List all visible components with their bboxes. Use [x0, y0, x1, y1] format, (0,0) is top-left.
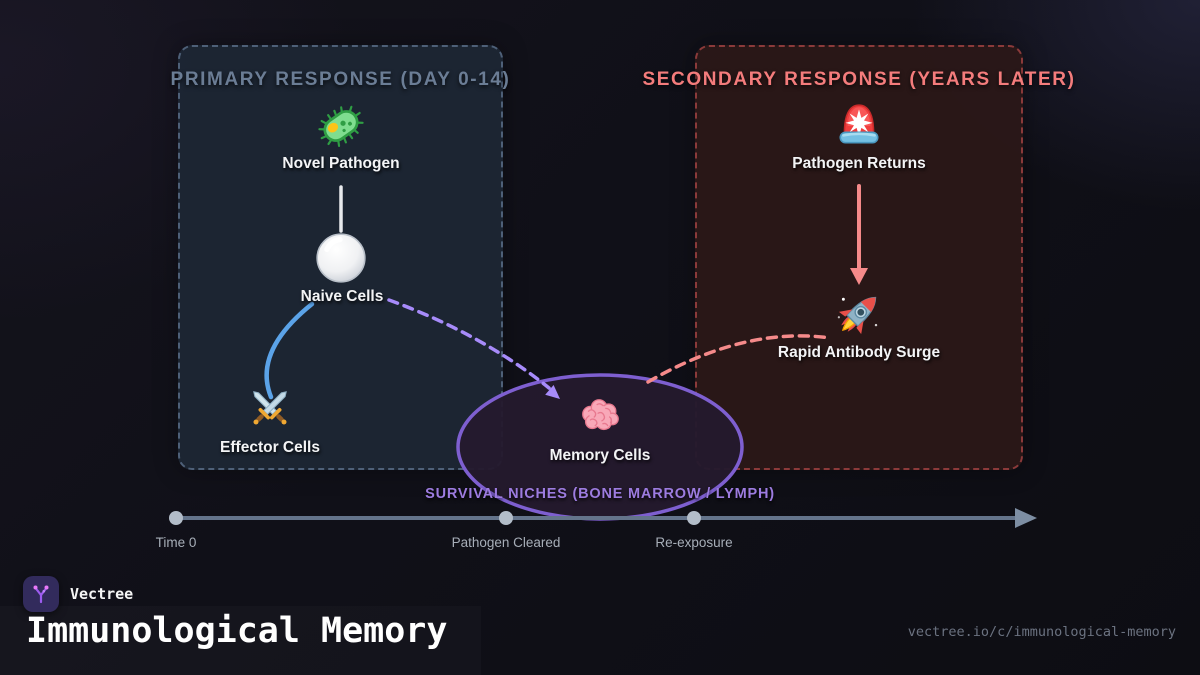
naive-cells-label: Naive Cells — [300, 288, 384, 305]
timeline-dot-cleared — [499, 511, 513, 525]
pathogen-returns-label: Pathogen Returns — [792, 155, 926, 172]
naive-to-memory-arrowhead — [545, 385, 560, 399]
poster-url: vectree.io/c/immunological-memory — [907, 624, 1176, 640]
microbe-icon — [315, 100, 367, 157]
timeline-label-pathogen-cleared: Pathogen Cleared — [451, 535, 561, 550]
rocket-icon — [831, 288, 885, 347]
brand-name: Vectree — [70, 585, 134, 603]
novel-pathogen-label: Novel Pathogen — [282, 155, 400, 172]
brain-icon — [577, 394, 623, 445]
memory-cells-label: Memory Cells — [549, 447, 651, 464]
timeline-arrowhead — [1015, 508, 1037, 528]
white-cell-icon — [315, 232, 367, 289]
rapid-antibody-surge-label: Rapid Antibody Surge — [777, 344, 941, 361]
poster-title: Immunological Memory — [26, 611, 448, 651]
primary-response-title: PRIMARY RESPONSE (DAY 0-14) — [170, 69, 511, 90]
timeline-dot-time0 — [169, 511, 183, 525]
secondary-response-box: SECONDARY RESPONSE (YEARS LATER) — [642, 45, 1074, 470]
vectree-logo-icon — [23, 576, 59, 612]
effector-cells-label: Effector Cells — [220, 439, 320, 456]
timeline-label-time0: Time 0 — [155, 535, 197, 550]
timeline-label-reexposure: Re-exposure — [655, 535, 733, 550]
secondary-response-title: SECONDARY RESPONSE (YEARS LATER) — [642, 69, 1076, 90]
siren-icon — [834, 101, 884, 156]
crossed-swords-icon — [245, 383, 295, 438]
survival-niches-caption: SURVIVAL NICHES (BONE MARROW / LYMPH) — [425, 486, 775, 502]
timeline-dot-reexposure — [687, 511, 701, 525]
